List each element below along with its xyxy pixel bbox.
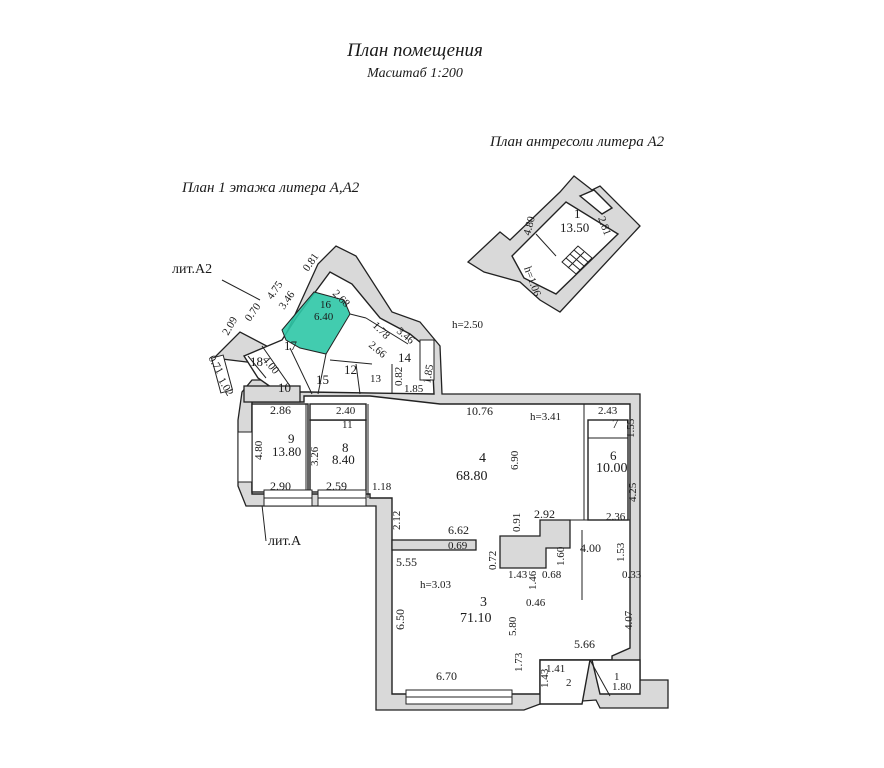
dim-670: 6.70	[436, 669, 457, 683]
dim-072: 0.72	[487, 551, 499, 570]
room-11	[309, 403, 367, 421]
dim-480: 4.80	[253, 440, 265, 460]
dim-155: 1.55	[625, 418, 637, 438]
dim-690: 6.90	[509, 450, 521, 470]
room-9-number: 9	[288, 431, 295, 446]
partition-069	[391, 539, 477, 551]
dim-068: 0.68	[542, 569, 562, 581]
a2-window-right	[419, 339, 435, 381]
room-1-number: 1	[614, 671, 620, 683]
dim-153: 1.53	[615, 542, 627, 562]
scale-label: Масштаб 1:200	[367, 66, 463, 81]
room-3-number: 3	[480, 595, 487, 610]
room-18-number: 18	[250, 354, 263, 369]
a2-window	[210, 354, 234, 394]
lit-a2-leader	[221, 279, 261, 301]
dim-160: 1.60	[555, 546, 567, 566]
room-2-number: 2	[566, 677, 572, 689]
dim-070: 0.70	[243, 301, 264, 324]
room-8-area: 8.40	[332, 452, 355, 467]
mezzanine-plan: 4.80 2.81 1 13.50 h=1.06	[466, 175, 641, 313]
dim-425: 4.25	[627, 482, 639, 502]
lit-a2-label: лит.А2	[172, 262, 213, 277]
dim-243: 2.43	[598, 405, 618, 417]
plan-title: План помещения	[347, 40, 483, 61]
dim-185: 1.85	[421, 363, 436, 385]
dim-h250: h=2.50	[452, 319, 483, 331]
dim-566: 5.66	[574, 637, 595, 651]
mezzanine-plan-title: План антресоли литера А2	[490, 134, 665, 150]
dim-091: 0.91	[511, 513, 523, 532]
room-6-area: 10.00	[596, 461, 628, 476]
lit-a-leader	[261, 504, 267, 542]
room-16-number: 16	[320, 299, 332, 311]
dim-326: 3.26	[309, 446, 321, 466]
dim-118: 1.18	[372, 481, 392, 493]
room-17-number: 17	[284, 338, 298, 353]
floor-plan-title: План 1 этажа литера А,А2	[182, 180, 360, 196]
room-1-area: 1.80	[612, 681, 632, 693]
room-14-number: 14	[398, 350, 412, 365]
room-8-number: 8	[342, 440, 349, 455]
dim-143: 1.43	[539, 668, 551, 688]
left-window-3	[237, 431, 253, 483]
dim-082: 0.82	[393, 367, 405, 386]
dim-290: 2.90	[270, 479, 291, 493]
room-6	[587, 419, 629, 521]
room-16-outline	[281, 291, 351, 355]
dim-146: 1.46	[527, 570, 539, 590]
dim-286: 2.86	[270, 403, 291, 417]
dim-173: 1.73	[513, 652, 525, 672]
room-4-area: 68.80	[456, 469, 488, 484]
dim-236: 2.36	[606, 511, 626, 523]
dim-033: 0.33	[622, 569, 642, 581]
dim-046: 0.46	[526, 597, 546, 609]
dim-259: 2.59	[326, 479, 347, 493]
room-10-wall	[243, 385, 301, 403]
dim-1076: 10.76	[466, 404, 493, 418]
room-9	[251, 403, 309, 493]
mezzanine-room	[511, 201, 620, 295]
mezzanine-stairs	[561, 245, 593, 275]
dim-141: 1.41	[546, 663, 565, 675]
room-11-number: 11	[342, 419, 353, 431]
first-floor-plan: 4 68.80 3 71.10 6 10.00 7 8 8.40 9 13.80…	[205, 245, 669, 711]
room-13-number: 13	[370, 373, 382, 385]
lit-a-label: лит.А	[268, 534, 302, 549]
dim-185b: 1.85	[404, 383, 424, 395]
mezzanine-niche	[578, 189, 614, 215]
mezz-room-number: 1	[574, 206, 581, 221]
dim-mezz-480: 4.80	[521, 215, 538, 237]
dim-662: 6.62	[448, 523, 469, 537]
room-3-area: 71.10	[460, 611, 492, 626]
mezz-room-area: 13.50	[560, 220, 589, 235]
dim-069: 0.69	[448, 540, 468, 552]
dim-580: 5.80	[507, 616, 519, 636]
room-8	[309, 419, 367, 493]
room-15-number: 15	[316, 372, 329, 387]
dim-h303: h=3.03	[420, 579, 451, 591]
room-2	[539, 659, 591, 705]
dim-400: 4.00	[580, 541, 601, 555]
dim-102: 1.02	[215, 376, 235, 399]
dim-212: 2.12	[391, 511, 403, 530]
dim-555: 5.55	[396, 555, 417, 569]
dim-650: 6.50	[393, 609, 407, 630]
room-16-area: 6.40	[314, 311, 334, 323]
dim-h341: h=3.41	[530, 411, 561, 423]
dim-240: 2.40	[336, 405, 356, 417]
room-12-number: 12	[344, 362, 357, 377]
central-column	[499, 519, 571, 569]
dim-407: 4.07	[623, 610, 635, 630]
room-4-number: 4	[479, 451, 486, 466]
dim-143b: 1.43	[508, 569, 528, 581]
room-7-number: 7	[612, 416, 619, 431]
dim-292: 2.92	[534, 507, 555, 521]
room-16-highlight	[282, 292, 350, 354]
room-10-number: 10	[278, 380, 291, 395]
room-9-area: 13.80	[272, 444, 301, 459]
room-6-number: 6	[610, 448, 617, 463]
